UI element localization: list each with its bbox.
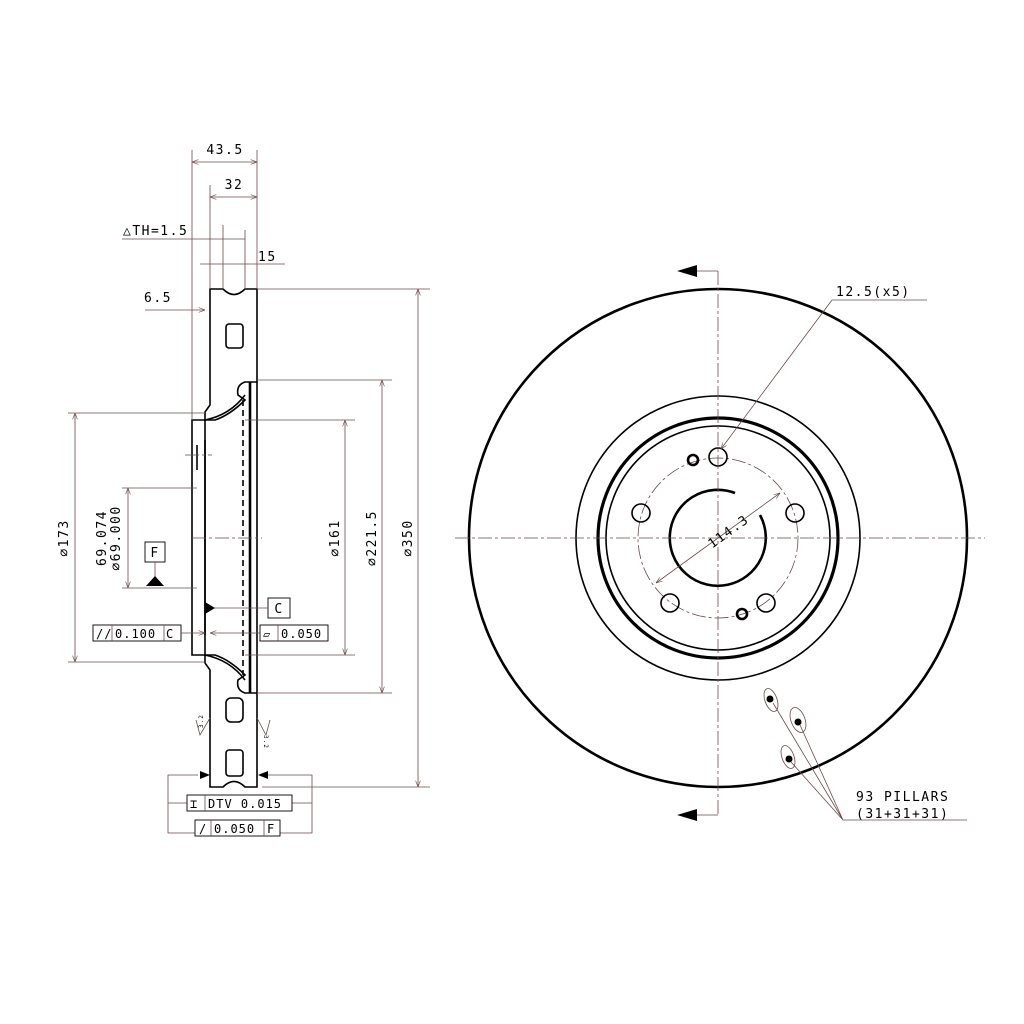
surface-finish-marks: 3.2 3.2 — [195, 714, 271, 749]
surface-finish-left: 3.2 — [198, 714, 205, 728]
dim-bore-upper: 69.074 — [95, 510, 110, 566]
bolt-hole — [631, 503, 651, 523]
bolt-hole — [756, 593, 776, 613]
bolt-hole-label: 12.5(x5) — [836, 285, 911, 300]
bolt-hole — [660, 593, 680, 613]
locating-hole — [735, 607, 749, 621]
pillars-breakdown: (31+31+31) — [856, 807, 949, 822]
dim-6-5: 6.5 — [144, 291, 172, 306]
locating-hole — [686, 453, 700, 467]
parallelism-frame: // 0.100 C — [92, 624, 205, 642]
dim-43-5: 43.5 — [206, 143, 243, 158]
bolt-hole — [785, 503, 805, 523]
section-ring-upper — [204, 288, 258, 421]
datum-c: C — [205, 597, 291, 619]
dtv-frame: ⌶ DTV 0.015 — [167, 771, 313, 834]
pillars — [763, 688, 967, 821]
pillars-label: 93 PILLARS — [856, 790, 949, 805]
parallelism-value: 0.100 — [115, 627, 156, 641]
dtv-value: DTV 0.015 — [208, 797, 282, 811]
datum-c-label: C — [274, 602, 283, 617]
runout-datum: F — [267, 822, 275, 836]
section-dimensions: 43.5 32 △TH=1.5 15 6.5 ⌀350 ⌀221.5 ⌀161 … — [57, 143, 430, 788]
vent-slot — [225, 697, 244, 723]
vent-slot — [225, 749, 244, 777]
section-arrow-icon — [677, 265, 697, 821]
dim-delta-th: △TH=1.5 — [123, 224, 188, 239]
parallelism-symbol: // — [96, 627, 112, 641]
dim-32: 32 — [225, 178, 244, 193]
runout-frame: / 0.050 F — [194, 819, 281, 837]
dim-dia-161: ⌀161 — [328, 519, 343, 556]
dim-15: 15 — [258, 250, 277, 265]
vent-slot — [225, 323, 244, 349]
datum-f-label: F — [150, 546, 159, 561]
section-view — [185, 288, 262, 788]
surface-finish-right: 3.2 — [262, 735, 269, 749]
parallelism-datum: C — [166, 627, 174, 641]
flatness-value: 0.050 — [281, 627, 322, 641]
runout-value: 0.050 — [214, 822, 255, 836]
front-view: 12.5(x5) 114.3 93 PILLARS (31+31+31) — [455, 265, 985, 822]
dim-dia-173: ⌀173 — [57, 519, 72, 556]
flatness-symbol: ▱ — [263, 627, 271, 641]
flatness-frame: ▱ 0.050 — [210, 624, 329, 642]
runout-symbol: / — [199, 822, 207, 836]
datum-f: F — [144, 541, 166, 586]
dim-bore-lower: ⌀69.000 — [109, 505, 124, 570]
hat-wall — [204, 394, 246, 681]
pcd-label: 114.3 — [706, 512, 753, 552]
section-ring-lower — [204, 654, 258, 788]
dim-dia-350: ⌀350 — [401, 519, 416, 556]
dim-dia-221-5: ⌀221.5 — [365, 510, 380, 566]
dtv-symbol: ⌶ — [190, 797, 198, 811]
